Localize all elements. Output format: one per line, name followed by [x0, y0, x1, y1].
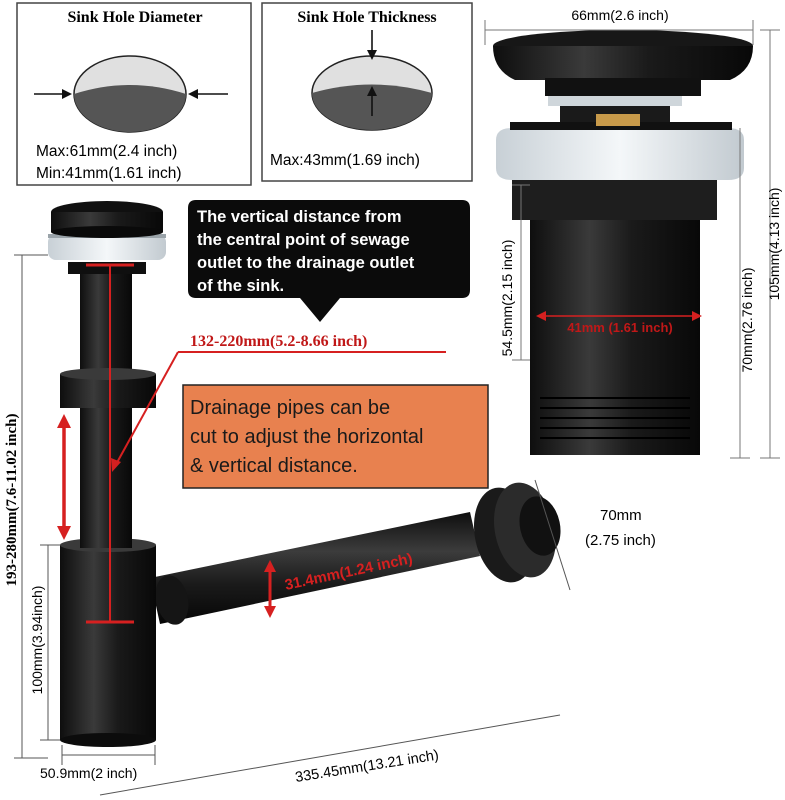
diameter-panel: Sink Hole Diameter Max:61mm(2.4 inch) Mi…: [16, 2, 252, 186]
drain-vertical-label: 132-220mm(5.2-8.66 inch): [190, 333, 367, 350]
note-line-3: & vertical distance.: [190, 455, 358, 477]
trap-height-label: 100mm(3.94inch): [29, 586, 45, 695]
thickness-panel: Sink Hole Thickness Max:43mm(1.69 inch): [261, 2, 473, 182]
thickness-max: Max:43mm(1.69 inch): [270, 152, 420, 169]
trap-width-label: 50.9mm(2 inch): [40, 765, 137, 781]
cap-width-label: 66mm(2.6 inch): [571, 7, 668, 23]
note-line-2: cut to adjust the horizontal: [190, 426, 423, 448]
thickness-title: Sink Hole Thickness: [297, 9, 436, 26]
sink-hole-shadow: [74, 85, 186, 132]
callout-line-2: the central point of sewage: [197, 231, 410, 249]
tail-diameter-label: 41mm (1.61 inch): [567, 320, 673, 335]
flange-size-label: 70mm: [600, 507, 642, 524]
popup-drain: [493, 30, 753, 455]
diameter-title: Sink Hole Diameter: [67, 9, 202, 26]
callout-line-3: outlet to the drainage outlet: [197, 254, 415, 272]
left-dimensions: [14, 254, 571, 796]
note-line-1: Drainage pipes can be: [190, 397, 390, 419]
total-height-label: 193-280mm(7.6-11.02 inch): [4, 414, 20, 587]
full-height-label: 105mm(4.13 inch): [766, 188, 782, 301]
red-guides: [57, 263, 446, 624]
tail-height-label: 54.5mm(2.15 inch): [499, 240, 515, 357]
body-height-label: 70mm(2.76 inch): [739, 267, 755, 372]
right-dimensions: [484, 20, 780, 459]
callout-bubble: The vertical distance from the central p…: [188, 200, 470, 322]
diameter-min: Min:41mm(1.61 inch): [36, 165, 182, 182]
note-box: Drainage pipes can be cut to adjust the …: [182, 384, 489, 489]
flange-size-inch-label: (2.75 inch): [585, 532, 656, 549]
horizontal-length-label: 335.45mm(13.21 inch): [294, 747, 440, 785]
bottle-trap: [48, 201, 561, 747]
callout-line-4: of the sink.: [197, 277, 284, 295]
diameter-max: Max:61mm(2.4 inch): [36, 143, 177, 160]
callout-line-1: The vertical distance from: [197, 208, 402, 226]
